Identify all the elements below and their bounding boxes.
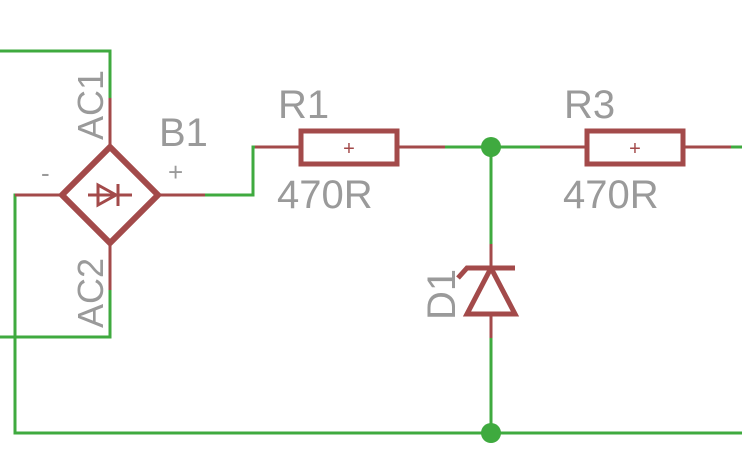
wire-ac1 bbox=[0, 49, 112, 100]
zener-triangle bbox=[462, 262, 520, 317]
r3-name-label: R3 bbox=[564, 83, 615, 127]
bridge-plus-label: + bbox=[168, 157, 183, 187]
bridge-body bbox=[57, 142, 163, 248]
r1-value-label: 470R bbox=[277, 173, 373, 217]
wire-ac2 bbox=[0, 288, 112, 339]
bridge-name-label: B1 bbox=[159, 111, 208, 155]
r1-body bbox=[298, 128, 400, 167]
wire-plus-to-r1 bbox=[203, 145, 257, 197]
junctions bbox=[481, 137, 501, 443]
junction-bottom bbox=[481, 423, 501, 443]
r1-name-label: R1 bbox=[278, 83, 329, 127]
zener-cathode-bar bbox=[456, 265, 515, 280]
bridge-diode-triangle bbox=[96, 182, 120, 208]
zener-diode-d1: D1 bbox=[420, 244, 520, 338]
bridge-rectifier-b1: B1 + - AC1 AC2 bbox=[15, 70, 208, 328]
resistor-r3: + R3 470R bbox=[540, 83, 731, 217]
r3-value-label: 470R bbox=[563, 173, 659, 217]
zener-name-label: D1 bbox=[420, 269, 464, 320]
resistor-r1: + R1 470R bbox=[255, 83, 445, 217]
r3-body bbox=[584, 128, 686, 167]
bridge-ac2-label: AC2 bbox=[70, 258, 111, 328]
bridge-ac1-label: AC1 bbox=[70, 70, 111, 140]
r1-marker: + bbox=[343, 138, 355, 160]
r3-marker: + bbox=[629, 138, 641, 160]
junction-top bbox=[481, 137, 501, 157]
bridge-minus-label: - bbox=[41, 158, 50, 188]
